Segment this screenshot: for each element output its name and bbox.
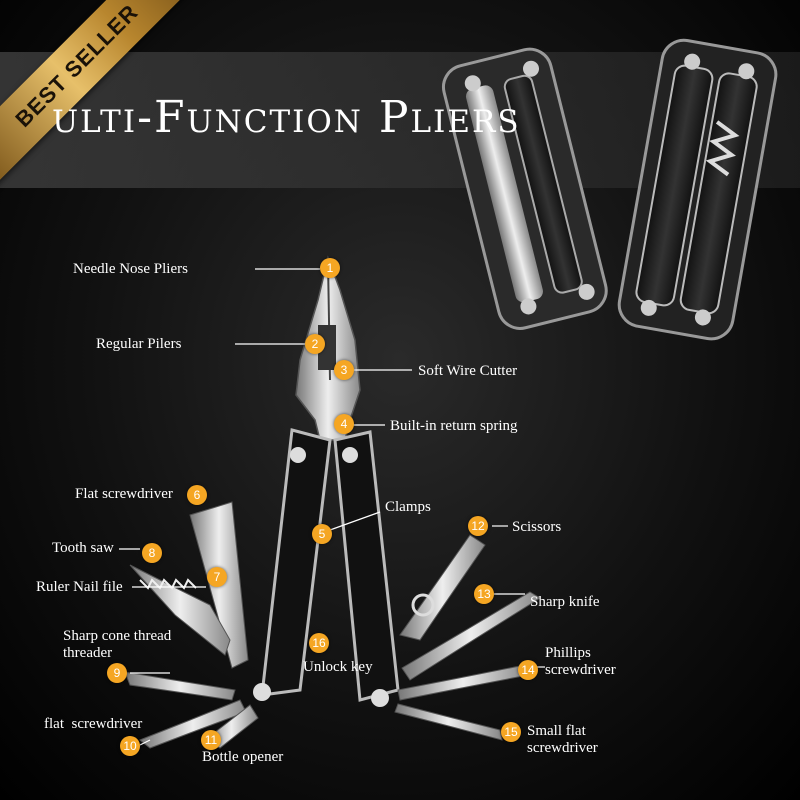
callout-label-14: Phillips screwdriver [545, 645, 616, 678]
left-tools [124, 501, 259, 749]
callout-label-12: Scissors [512, 519, 562, 535]
callout-badge-11: 11 [201, 730, 221, 750]
callout-badge-6: 6 [187, 485, 207, 505]
page-title: ulti-Function Pliers [52, 92, 521, 143]
callout-badge-14: 14 [518, 660, 538, 680]
folded-tool-side-view [441, 47, 608, 330]
callout-label-2: Regular Pilers [96, 336, 182, 352]
callout-label-5: Clamps [385, 499, 431, 515]
callout-label-13: Sharp knife [530, 594, 600, 610]
callout-label-7: Ruler Nail file [36, 579, 123, 595]
callout-badge-1: 1 [320, 258, 340, 278]
callout-badge-10: 10 [120, 736, 140, 756]
callout-badge-8: 8 [142, 543, 162, 563]
leader-lines [119, 268, 545, 746]
callout-label-10: flat screwdriver [44, 716, 143, 732]
callout-label-1: Needle Nose Pliers [73, 261, 188, 277]
callout-label-11: Bottle opener [202, 749, 284, 765]
callout-badge-4: 4 [334, 414, 354, 434]
callout-badge-7: 7 [207, 567, 227, 587]
callout-label-16: Unlock key [303, 659, 373, 675]
callout-badge-16: 16 [309, 633, 329, 653]
callout-label-8: Tooth saw [52, 540, 114, 556]
right-tools [394, 534, 541, 741]
callout-label-6: Flat screwdriver [75, 486, 173, 502]
callout-badge-9: 9 [107, 663, 127, 683]
callout-label-4: Built-in return spring [390, 418, 518, 434]
callout-label-9: Sharp cone thread threader [63, 628, 172, 661]
callout-badge-3: 3 [334, 360, 354, 380]
callout-badge-5: 5 [312, 524, 332, 544]
callout-badge-15: 15 [501, 722, 521, 742]
callout-badge-12: 12 [468, 516, 488, 536]
callout-badge-2: 2 [305, 334, 325, 354]
pliers-head [295, 255, 361, 441]
callout-label-15: Small flat screwdriver [527, 723, 598, 756]
folded-tool-front-view [617, 38, 778, 341]
callout-badge-13: 13 [474, 584, 494, 604]
callout-label-3: Soft Wire Cutter [418, 363, 518, 379]
